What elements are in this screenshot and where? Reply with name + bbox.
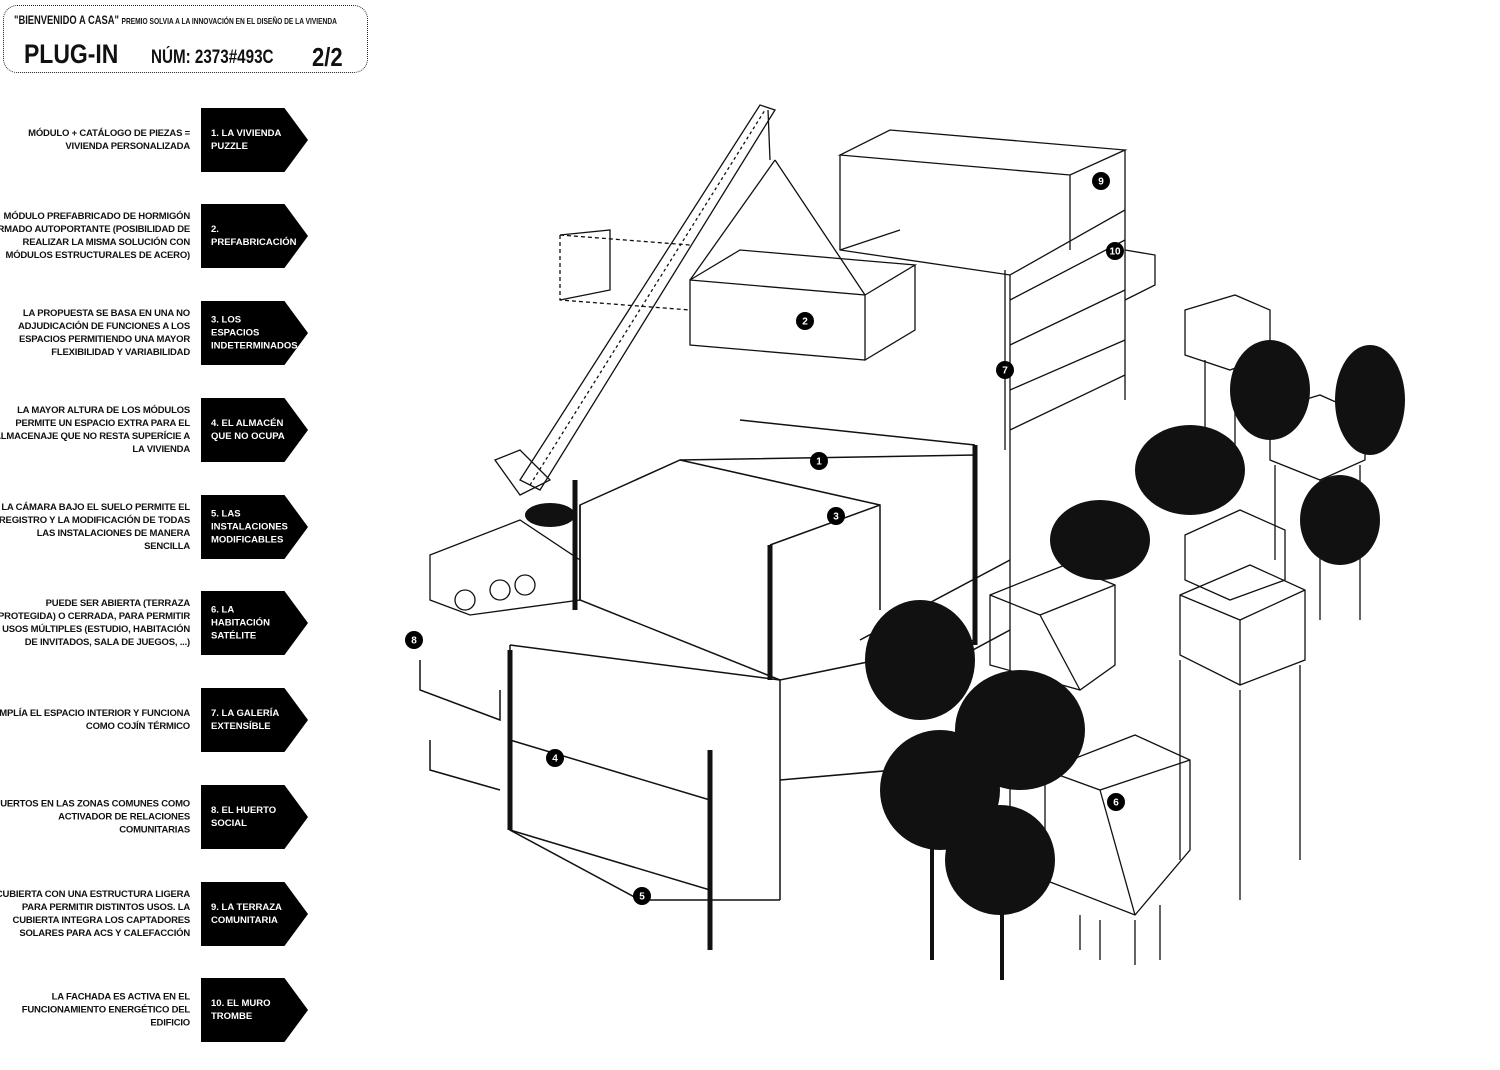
feature-item: PUEDE SER ABIERTA (TERRAZA PROTEGIDA) O … — [0, 591, 320, 655]
feature-item: LA PROPUESTA SE BASA EN UNA NO ADJUDICAC… — [0, 301, 320, 365]
callout-marker: 4 — [546, 749, 564, 767]
marker-dot — [827, 507, 845, 525]
feature-label: 10. EL MURO TROMBE — [211, 998, 271, 1022]
feature-label: 9. LA TERRAZA COMUNITARIA — [211, 902, 282, 926]
crane — [429, 104, 866, 616]
feature-description: HUERTOS EN LAS ZONAS COMUNES COMO ACTIVA… — [0, 798, 190, 836]
competition-name: "BIENVENIDO A CASA" — [14, 13, 119, 27]
feature-label: 6. LA HABITACIÓN SATÉLITE — [211, 604, 270, 642]
feature-label: 7. LA GALERÍA EXTENSÍBLE — [211, 708, 279, 732]
marker-number: 6 — [1113, 798, 1119, 809]
callout-marker: 3 — [827, 507, 845, 525]
feature-item: AMPLÍA EL ESPACIO INTERIOR Y FUNCIONA CO… — [0, 688, 320, 752]
feature-description: LA FACHADA ES ACTIVA EN EL FUNCIONAMIENT… — [21, 991, 190, 1029]
feature-item: CUBIERTA CON UNA ESTRUCTURA LIGERA PARA … — [0, 882, 320, 946]
marker-number: 3 — [833, 512, 839, 523]
trees — [525, 340, 1405, 980]
feature-label: 3. LOS ESPACIOS INDETERMINADOS — [211, 314, 298, 352]
competition-line: "BIENVENIDO A CASA" PREMIO SOLVIA A LA I… — [14, 13, 337, 27]
callout-marker: 8 — [405, 631, 423, 649]
hanging-module — [559, 229, 918, 361]
feature-item: LA MAYOR ALTURA DE LOS MÓDULOS PERMITE U… — [0, 398, 320, 462]
marker-layer: 1 2 3 4 5 6 7 8 9 10 — [405, 172, 1125, 905]
marker-dot — [1106, 242, 1124, 260]
entry-number: NÚM: 2373#493C — [151, 47, 274, 68]
feature-description: MÓDULO PREFABRICADO DE HORMIGÓN ARMADO A… — [0, 211, 190, 261]
feature-arrow-tag: 8. EL HUERTO SOCIAL — [201, 785, 308, 849]
feature-label: 8. EL HUERTO SOCIAL — [211, 805, 277, 829]
title-block: "BIENVENIDO A CASA" PREMIO SOLVIA A LA I… — [3, 5, 368, 73]
award-name: PREMIO SOLVIA A LA INNOVACIÓN EN EL DISE… — [121, 16, 337, 26]
feature-description: LA MAYOR ALTURA DE LOS MÓDULOS PERMITE U… — [0, 405, 190, 455]
satellite-modules — [989, 294, 1366, 965]
project-title: PLUG-IN — [24, 39, 119, 69]
feature-label: 4. EL ALMACÉN QUE NO OCUPA — [211, 418, 285, 442]
marker-number: 2 — [802, 317, 808, 328]
marker-number: 7 — [1002, 366, 1008, 377]
marker-number: 1 — [816, 457, 822, 468]
callout-marker: 9 — [1092, 172, 1110, 190]
feature-arrow-tag: 3. LOS ESPACIOS INDETERMINADOS — [201, 301, 308, 365]
feature-arrow-tag: 10. EL MURO TROMBE — [201, 978, 308, 1042]
feature-item: MÓDULO PREFABRICADO DE HORMIGÓN ARMADO A… — [0, 204, 320, 268]
feature-label: 5. LAS INSTALACIONES MODIFICABLES — [211, 508, 288, 546]
feature-arrow-tag: 6. LA HABITACIÓN SATÉLITE — [201, 591, 308, 655]
callout-marker: 7 — [996, 361, 1014, 379]
marker-dot — [996, 361, 1014, 379]
callout-marker: 10 — [1106, 242, 1124, 260]
feature-item: LA CÁMARA BAJO EL SUELO PERMITE EL REGIS… — [0, 495, 320, 559]
callout-marker: 6 — [1107, 793, 1125, 811]
marker-number: 8 — [411, 636, 417, 647]
marker-number: 10 — [1109, 247, 1121, 258]
feature-description: LA CÁMARA BAJO EL SUELO PERMITE EL REGIS… — [0, 502, 190, 552]
feature-label: 2. PREFABRICACIÓN — [211, 224, 297, 248]
marker-dot — [796, 312, 814, 330]
marker-dot — [810, 452, 828, 470]
feature-item: LA FACHADA ES ACTIVA EN EL FUNCIONAMIENT… — [0, 978, 320, 1042]
callout-marker: 2 — [796, 312, 814, 330]
marker-dot — [1107, 793, 1125, 811]
feature-label: 1. LA VIVIENDA PUZZLE — [211, 128, 282, 152]
callout-marker: 1 — [810, 452, 828, 470]
marker-number: 9 — [1098, 177, 1104, 188]
feature-arrow-tag: 7. LA GALERÍA EXTENSÍBLE — [201, 688, 308, 752]
feature-description: MÓDULO + CATÁLOGO DE PIEZAS = VIVIENDA P… — [28, 128, 190, 152]
feature-description: LA PROPUESTA SE BASA EN UNA NO ADJUDICAC… — [17, 308, 190, 358]
feature-arrow-tag: 4. EL ALMACÉN QUE NO OCUPA — [201, 398, 308, 462]
callout-marker: 5 — [633, 887, 651, 905]
marker-dot — [546, 749, 564, 767]
feature-arrow-tag: 9. LA TERRAZA COMUNITARIA — [201, 882, 308, 946]
marker-number: 4 — [552, 754, 558, 765]
feature-description: PUEDE SER ABIERTA (TERRAZA PROTEGIDA) O … — [0, 598, 190, 648]
marker-dot — [633, 887, 651, 905]
tower — [1004, 210, 1156, 900]
marker-number: 5 — [639, 892, 645, 903]
page-number: 2/2 — [312, 42, 343, 72]
marker-dot — [1092, 172, 1110, 190]
marker-dot — [405, 631, 423, 649]
feature-description: CUBIERTA CON UNA ESTRUCTURA LIGERA PARA … — [0, 889, 190, 939]
rooftop-terrace — [837, 129, 1128, 276]
feature-item: HUERTOS EN LAS ZONAS COMUNES COMO ACTIVA… — [0, 785, 320, 849]
feature-description: AMPLÍA EL ESPACIO INTERIOR Y FUNCIONA CO… — [0, 708, 190, 732]
feature-arrow-tag: 2. PREFABRICACIÓN — [201, 204, 308, 268]
feature-arrow-tag: 1. LA VIVIENDA PUZZLE — [201, 108, 308, 172]
building-block — [419, 419, 1011, 950]
feature-arrow-tag: 5. LAS INSTALACIONES MODIFICABLES — [201, 495, 308, 559]
feature-item: MÓDULO + CATÁLOGO DE PIEZAS = VIVIENDA P… — [0, 108, 320, 172]
